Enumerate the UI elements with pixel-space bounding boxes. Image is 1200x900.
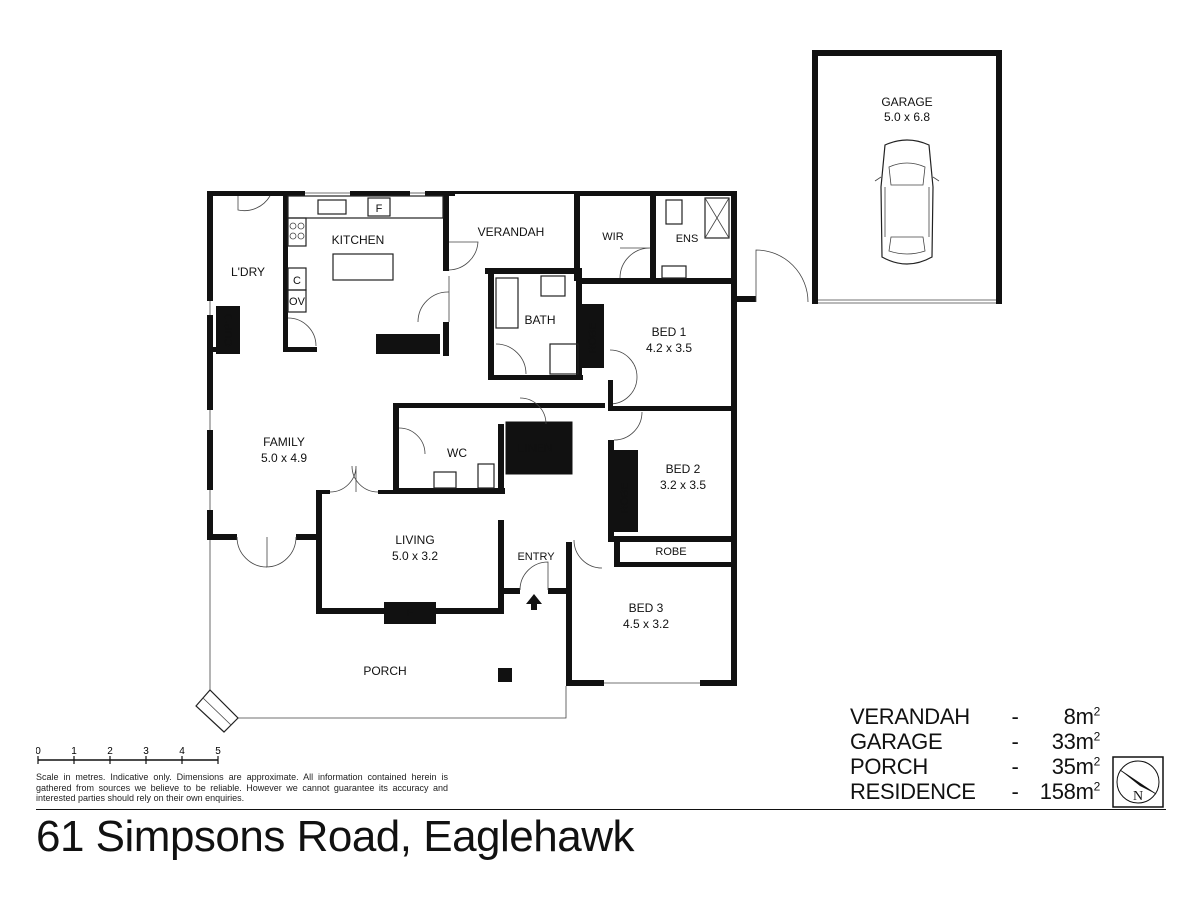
bed2-label: BED 2 <box>666 462 701 476</box>
area-value: 158m <box>1039 778 1094 804</box>
area-label: RESIDENCE <box>850 778 976 804</box>
area-dash: - <box>1011 728 1019 754</box>
area-value: 33m <box>1051 728 1094 754</box>
bed1-label: BED 1 <box>652 325 687 339</box>
area-row: VERANDAH-8m2 <box>850 704 1110 729</box>
scale-bar: 0 1 2 3 4 5 <box>36 746 221 764</box>
floor-plan: GARAGE 5.0 x 6.8 <box>195 50 1002 733</box>
area-unit-exponent: 2 <box>1093 754 1101 769</box>
area-value-wrap: 158m2 <box>1030 778 1101 805</box>
area-row: PORCH-35m2 <box>850 754 1110 779</box>
robe-bed1-label: ROBE <box>587 322 599 353</box>
scale-tick-label: 2 <box>107 746 113 757</box>
cupboard-label: CUP'D <box>223 313 235 346</box>
scale-tick-label: 0 <box>36 746 41 757</box>
garage-label: GARAGE <box>881 95 932 109</box>
area-label: GARAGE <box>850 728 943 754</box>
property-address: 61 Simpsons Road, Eaglehawk <box>36 812 634 861</box>
cupboard-c-label: C <box>293 275 301 287</box>
compass-label: N <box>1133 789 1143 804</box>
porch-label: PORCH <box>363 664 406 678</box>
area-dash: - <box>1011 778 1019 804</box>
area-dash: - <box>1011 703 1019 729</box>
scale-tick-label: 1 <box>71 746 77 757</box>
scale-disclaimer: Scale in metres. Indicative only. Dimens… <box>36 772 448 803</box>
area-row: RESIDENCE -158m2 <box>850 779 1110 804</box>
area-value-wrap: 35m2 <box>1030 753 1101 780</box>
fridge-label: F <box>376 203 383 215</box>
robe-bed2-label: ROBE <box>619 482 631 513</box>
porch-steps <box>195 689 239 733</box>
area-label: VERANDAH <box>850 703 970 729</box>
title-divider <box>36 809 1166 810</box>
area-unit-exponent: 2 <box>1093 729 1101 744</box>
scale-tick-label: 5 <box>215 746 221 757</box>
bed2-size: 3.2 x 3.5 <box>660 478 706 492</box>
family-label: FAMILY <box>263 435 305 449</box>
room-labels: KITCHEN VERANDAH WIR ENS L'DRY CUP'D C O… <box>223 203 706 678</box>
area-value-wrap: 33m2 <box>1030 728 1101 755</box>
garage-size: 5.0 x 6.8 <box>884 110 930 124</box>
family-size: 5.0 x 4.9 <box>261 451 307 465</box>
area-dash: - <box>1011 753 1019 779</box>
area-value: 35m <box>1051 753 1094 779</box>
area-value: 8m <box>1063 703 1094 729</box>
area-row: GARAGE-33m2 <box>850 729 1110 754</box>
car-icon <box>874 139 940 265</box>
area-label: PORCH <box>850 753 928 779</box>
fireplace-label: F <box>407 607 414 619</box>
bath-label: BATH <box>524 313 555 327</box>
entry-label: ENTRY <box>517 551 555 563</box>
scale-tick-label: 4 <box>179 746 185 757</box>
kitchen-label: KITCHEN <box>332 233 385 247</box>
area-unit-exponent: 2 <box>1093 704 1101 719</box>
wc-label: WC <box>447 446 467 460</box>
oven-label: OV <box>289 296 306 308</box>
linen-label: LINEN <box>517 441 552 455</box>
house-walls <box>195 191 809 733</box>
garage: GARAGE 5.0 x 6.8 <box>812 50 1002 304</box>
verandah-label: VERANDAH <box>478 225 545 239</box>
area-value-wrap: 8m2 <box>1030 703 1101 730</box>
north-compass-icon: N <box>1112 756 1164 808</box>
area-unit-exponent: 2 <box>1093 779 1101 794</box>
bed3-size: 4.5 x 3.2 <box>623 617 669 631</box>
wir-label: WIR <box>602 231 623 243</box>
bed1-size: 4.2 x 3.5 <box>646 341 692 355</box>
robe-bed3-label: ROBE <box>655 546 686 558</box>
living-size: 5.0 x 3.2 <box>392 549 438 563</box>
living-label: LIVING <box>395 533 434 547</box>
ens-label: ENS <box>676 233 699 245</box>
scale-tick-label: 3 <box>143 746 149 757</box>
laundry-label: L'DRY <box>231 265 265 279</box>
bed3-label: BED 3 <box>629 601 664 615</box>
